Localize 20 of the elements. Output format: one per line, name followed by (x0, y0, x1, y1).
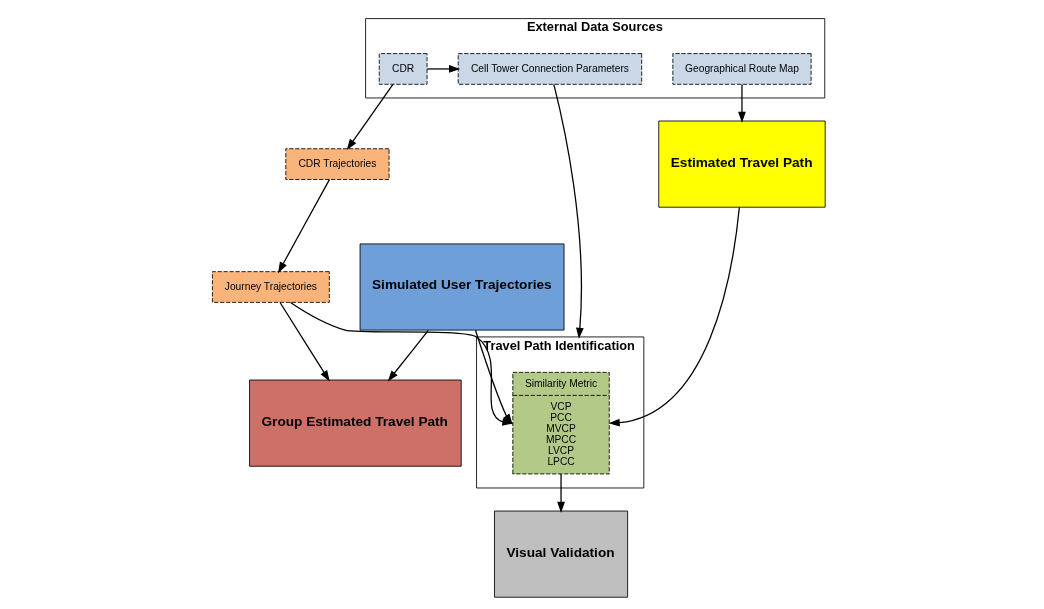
node-box: Geographical Route Map (672, 53, 812, 85)
arrow (426, 65, 461, 73)
node-box: CDR (378, 53, 428, 85)
arrow (289, 301, 514, 426)
node-box: CDR Trajectories (285, 148, 390, 180)
node-box: Simulated User Trajectories (359, 243, 565, 331)
arrow (738, 83, 746, 123)
arrow (387, 329, 429, 382)
node-box: Cell Tower Connection Parameters (457, 53, 643, 85)
node-box: Visual Validation (494, 510, 629, 598)
node-box: Journey Trajectories (212, 271, 330, 303)
arrow (553, 83, 584, 339)
arrow (608, 206, 740, 427)
node-box: Estimated Travel Path (658, 120, 826, 208)
arrow (557, 473, 565, 513)
arrow (346, 83, 394, 151)
node-box: Group Estimated Travel Path (249, 379, 462, 467)
arrow (279, 301, 330, 382)
arrow (278, 178, 331, 274)
arrow (474, 329, 513, 425)
